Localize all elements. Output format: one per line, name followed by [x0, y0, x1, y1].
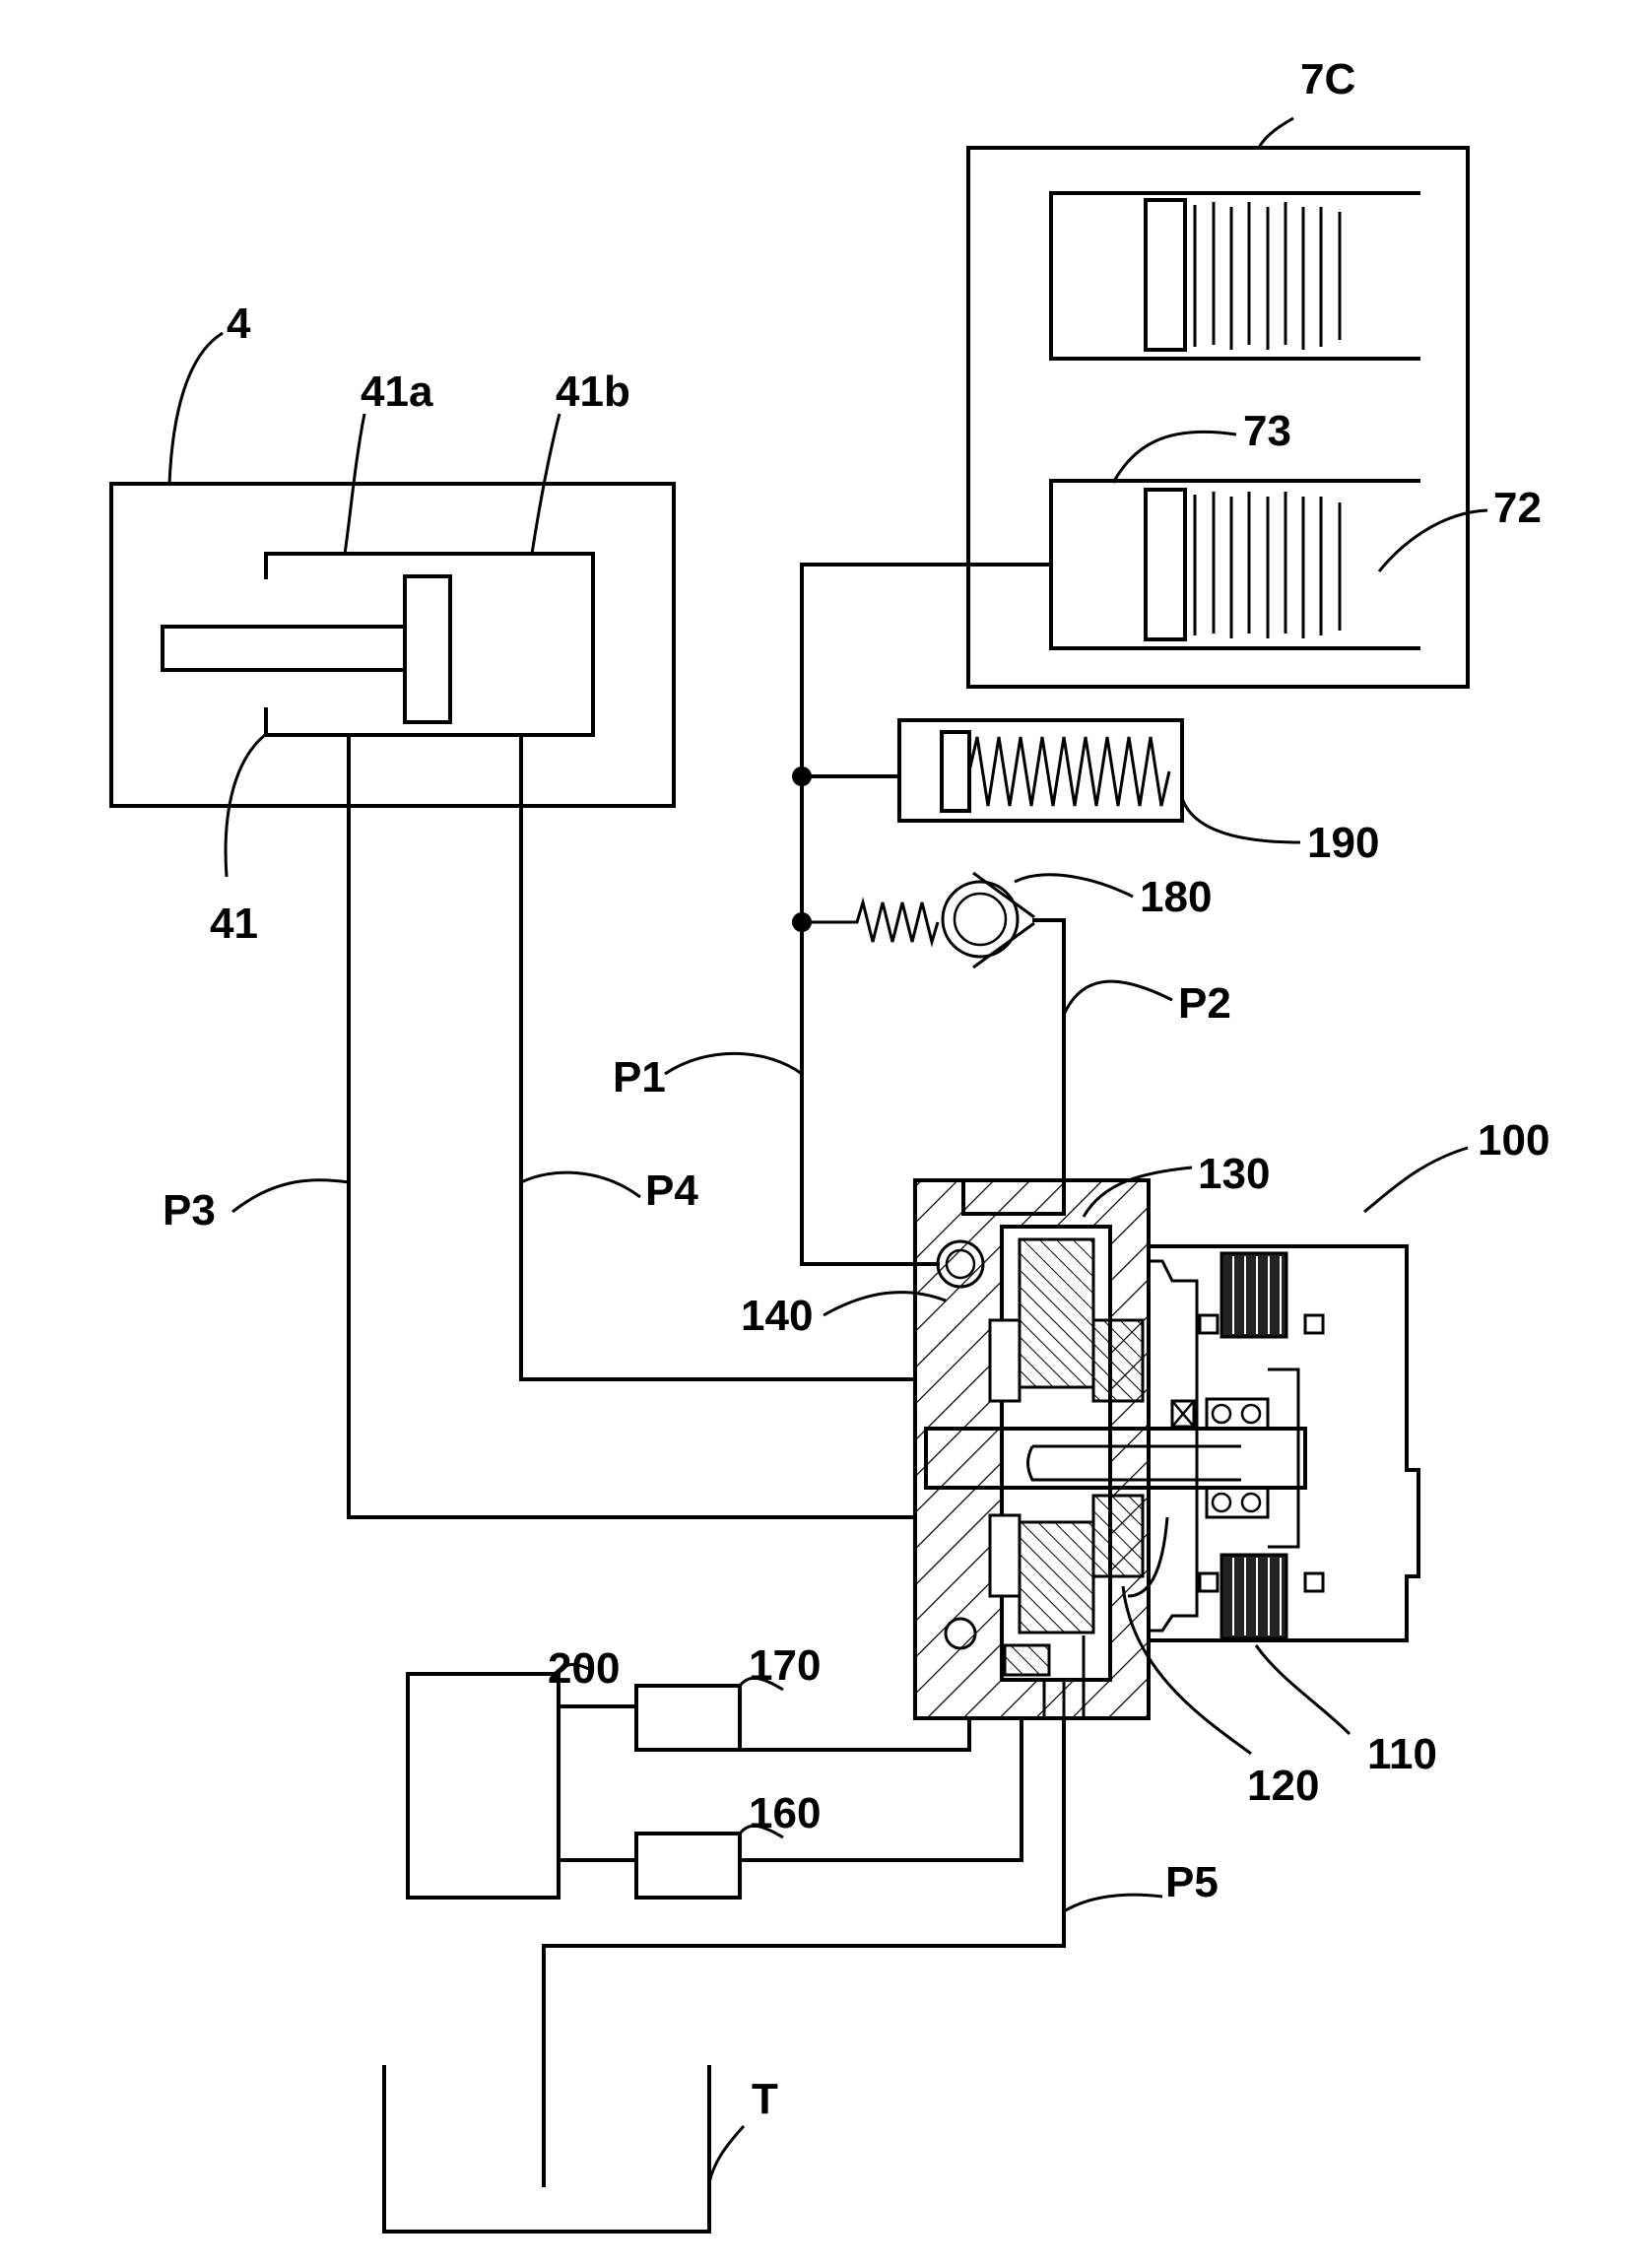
- label-120: 120: [1247, 1762, 1319, 1810]
- piston-41: [405, 576, 450, 722]
- junction-dot: [792, 767, 812, 786]
- label-73: 73: [1243, 407, 1291, 455]
- label-140: 140: [741, 1292, 813, 1340]
- label-t: T: [752, 2075, 778, 2123]
- sensor-170: [636, 1686, 740, 1750]
- label-4: 4: [227, 300, 251, 348]
- accumulator-190: [899, 720, 1182, 821]
- controller-200: [408, 1674, 559, 1898]
- path-p4-line: [521, 735, 915, 1379]
- motor-110: [1149, 1246, 1418, 1640]
- label-p1: P1: [613, 1053, 666, 1101]
- label-110: 110: [1367, 1730, 1437, 1778]
- label-41a: 41a: [361, 367, 433, 416]
- label-7c: 7C: [1300, 55, 1355, 103]
- label-180: 180: [1140, 873, 1212, 921]
- cylinder-41: [266, 554, 593, 735]
- label-p2: P2: [1178, 979, 1231, 1028]
- clutch-unit-7c: [968, 148, 1468, 687]
- label-190: 190: [1307, 819, 1379, 867]
- label-p3: P3: [163, 1186, 216, 1234]
- label-72: 72: [1493, 484, 1542, 532]
- check-valve-180: [802, 873, 1034, 967]
- reference-labels: 4 41a 41b 41 7C 73 72 190 180 P2 P1 100 …: [163, 55, 1549, 2123]
- label-41b: 41b: [556, 367, 630, 416]
- tank-t: [384, 2067, 709, 2232]
- label-p4: P4: [645, 1167, 698, 1215]
- actuator-unit-4: [111, 484, 674, 806]
- junction-dot: [792, 912, 812, 932]
- path-p3-line: [349, 735, 915, 1517]
- label-170: 170: [749, 1641, 821, 1690]
- sensor-160: [636, 1834, 740, 1898]
- label-160: 160: [749, 1789, 821, 1837]
- label-200: 200: [548, 1644, 620, 1693]
- label-100: 100: [1478, 1116, 1549, 1165]
- label-41: 41: [210, 900, 258, 948]
- label-130: 130: [1198, 1150, 1270, 1198]
- label-p5: P5: [1165, 1858, 1219, 1906]
